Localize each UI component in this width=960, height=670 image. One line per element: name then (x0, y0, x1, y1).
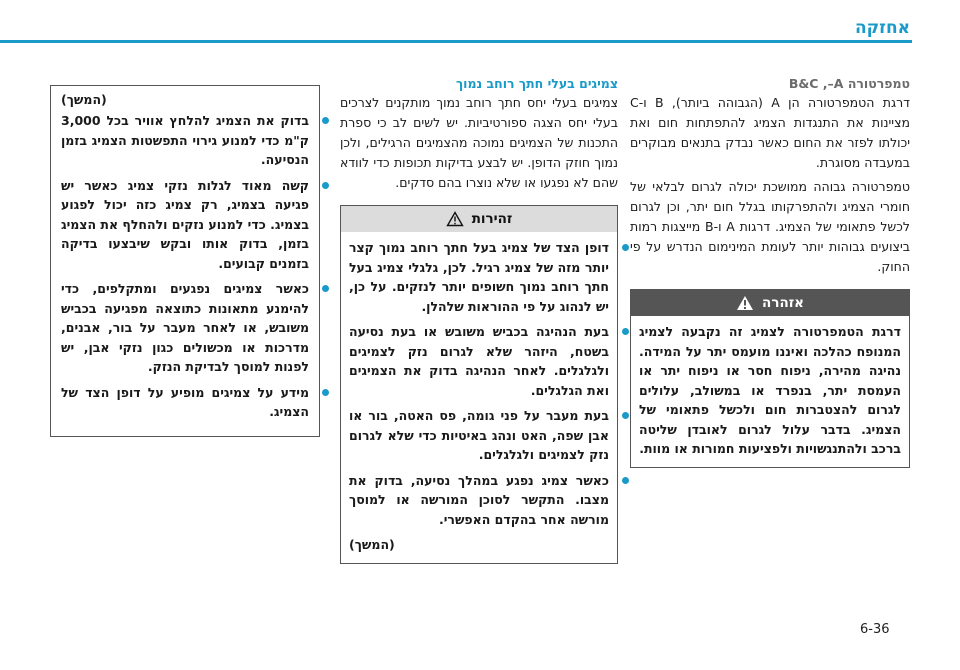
section-title: אחזקה (854, 18, 910, 38)
bullet-dot-icon (622, 476, 629, 484)
caution-title: זהירות (471, 211, 513, 227)
list-item-text: מידע על צמיגים מופיע על דופן הצד של הצמי… (61, 384, 309, 420)
list-item-text: קשה מאוד לגלות נזקי צמיג כאשר יש פגיעה ב… (61, 177, 309, 271)
warning-header: אזהרה (631, 290, 909, 316)
low-profile-paragraph: צמיגים בעלי יחס חתך רוחב נמוך מותקנים לצ… (340, 95, 618, 190)
caution-item: כאשר צמיג נפגע במהלך נסיעה, בדוק את מצבו… (349, 471, 629, 530)
bullet-dot-icon (622, 244, 629, 251)
warning-title: אזהרה (762, 295, 804, 311)
column-continued: (המשך) בדוק את הצמיג להלחץ אוויר בכל 3,0… (50, 85, 329, 437)
column-low-profile: צמיגים בעלי חתך רוחב נמוך צמיגים בעלי יח… (340, 76, 629, 564)
caution-text-2: בעת הנהיגה בכביש משובש או בעת נסיעה בשטח… (349, 324, 609, 398)
bullet-dot-icon (622, 412, 629, 419)
list-item: מידע על צמיגים מופיע על דופן הצד של הצמי… (61, 383, 329, 422)
caution-item: בעת הנהיגה בכביש משובש או בעת נסיעה בשטח… (349, 322, 629, 400)
bullet-dot-icon (322, 285, 329, 292)
bullet-dot-icon (322, 181, 329, 189)
warning-box: אזהרה דרגת הטמפרטורה לצמיג זה נקבעה לצמי… (630, 289, 910, 468)
caution-text-1: דופן הצד של צמיג בעל חתך רוחב נמוך קצר י… (349, 240, 609, 314)
list-item: כאשר צמיגים נפגעים ומתקלפים, כדי להימנע … (61, 279, 329, 377)
warning-body: דרגת הטמפרטורה לצמיג זה נקבעה לצמיג המנו… (631, 316, 909, 467)
continued-label: (המשך) (61, 92, 107, 107)
list-item: קשה מאוד לגלות נזקי צמיג כאשר יש פגיעה ב… (61, 176, 329, 274)
header-divider (0, 40, 912, 43)
warning-text: דרגת הטמפרטורה לצמיג זה נקבעה לצמיג המנו… (639, 324, 901, 456)
continued-box: (המשך) בדוק את הצמיג להלחץ אוויר בכל 3,0… (50, 85, 329, 437)
warning-triangle-icon (737, 296, 754, 310)
bullet-dot-icon (322, 388, 329, 396)
bullet-dot-icon (322, 117, 329, 124)
caution-text-3: בעת מעבר על פני גומה, פס האטה, בור או אב… (349, 408, 609, 462)
bullet-dot-icon (622, 328, 629, 335)
caution-text-4: כאשר צמיג נפגע במהלך נסיעה, בדוק את מצבו… (349, 472, 609, 527)
list-item-text: בדוק את הצמיג להלחץ אוויר בכל 3,000 ק"מ … (61, 113, 309, 167)
caution-header: זהירות (341, 206, 617, 232)
continued-label: (המשך) (349, 537, 395, 552)
caution-triangle-icon (445, 211, 464, 227)
caution-box: זהירות דופן הצד של צמיג בעל חתך רוחב נמו… (340, 205, 629, 564)
list-item: בדוק את הצמיג להלחץ אוויר בכל 3,000 ק"מ … (61, 111, 329, 170)
caution-item: בעת מעבר על פני גומה, פס האטה, בור או אב… (349, 406, 629, 465)
temperature-subheading: טמפרטורה B&C ,–A (788, 76, 910, 91)
low-profile-subheading: צמיגים בעלי חתך רוחב נמוך (455, 76, 618, 91)
page-number: 6-36 (860, 622, 890, 637)
caution-body: דופן הצד של צמיג בעל חתך רוחב נמוך קצר י… (341, 232, 629, 563)
caution-item: דופן הצד של צמיג בעל חתך רוחב נמוך קצר י… (349, 238, 629, 316)
temperature-paragraph-1: דרגת הטמפרטורה הן A (הגבוהה ביותר), B ו-… (630, 95, 910, 170)
list-item-text: כאשר צמיגים נפגעים ומתקלפים, כדי להימנע … (61, 281, 309, 374)
continued-list: בדוק את הצמיג להלחץ אוויר בכל 3,000 ק"מ … (61, 111, 329, 422)
column-temperature: טמפרטורה B&C ,–A דרגת הטמפרטורה הן A (הג… (630, 76, 910, 468)
temperature-paragraph-2: טמפרטורה גבוהה ממושכת יכולה לגרום לבלאי … (630, 179, 911, 274)
